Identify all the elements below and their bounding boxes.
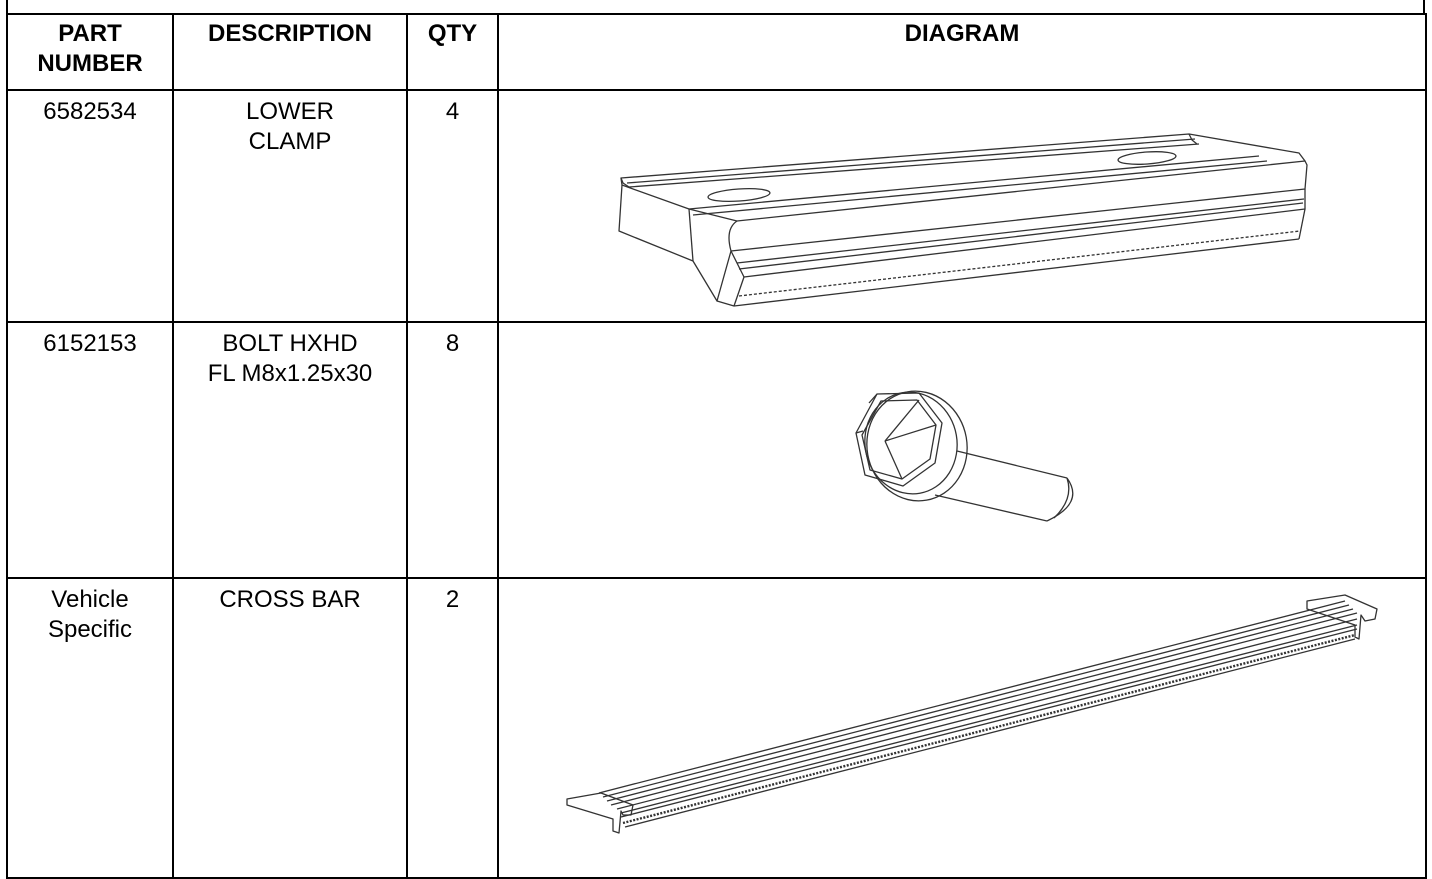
description-line2: CLAMP <box>248 128 332 155</box>
part-number-cell: 6152153 <box>6 321 174 579</box>
description-cell: BOLT HXHD FL M8x1.25x30 <box>172 321 408 579</box>
part-number: 6582534 <box>43 98 137 125</box>
description-cell: CROSS BAR <box>172 577 408 879</box>
part-number-cell: Vehicle Specific <box>6 577 174 879</box>
parts-table: PART NUMBER DESCRIPTION QTY DIAGRAM 6582… <box>6 13 1427 879</box>
lower-clamp-diagram-icon <box>618 133 1308 307</box>
qty-cell: 2 <box>406 577 499 879</box>
part-number: Vehicle <box>51 586 129 613</box>
diagram-cell <box>497 321 1427 579</box>
cross-bar-diagram-icon <box>566 594 1378 834</box>
description-line1: BOLT HXHD <box>222 330 358 357</box>
table-row: 6582534 LOWER CLAMP 4 <box>6 89 1427 323</box>
header-row: PART NUMBER DESCRIPTION QTY DIAGRAM <box>6 13 1427 91</box>
header-diagram: DIAGRAM <box>497 13 1427 91</box>
table-row: Vehicle Specific CROSS BAR 2 <box>6 577 1427 879</box>
description-line2: FL M8x1.25x30 <box>207 360 373 387</box>
part-number-line2: Specific <box>47 616 133 643</box>
table-top-edge <box>6 0 1425 13</box>
diagram-cell <box>497 577 1427 879</box>
header-part-number-line2: NUMBER <box>37 50 143 77</box>
description-cell: LOWER CLAMP <box>172 89 408 323</box>
description-line1: CROSS BAR <box>219 586 361 613</box>
header-part-number-line1: PART <box>58 20 122 47</box>
diagram-cell <box>497 89 1427 323</box>
description-line1: LOWER <box>245 98 334 125</box>
header-qty: QTY <box>406 13 499 91</box>
header-part-number: PART NUMBER <box>6 13 174 91</box>
header-description: DESCRIPTION <box>172 13 408 91</box>
flange-bolt-diagram-icon <box>855 390 1074 522</box>
qty-cell: 4 <box>406 89 499 323</box>
table-row: 6152153 BOLT HXHD FL M8x1.25x30 8 <box>6 321 1427 579</box>
part-number-cell: 6582534 <box>6 89 174 323</box>
qty-cell: 8 <box>406 321 499 579</box>
part-number: 6152153 <box>43 330 137 357</box>
